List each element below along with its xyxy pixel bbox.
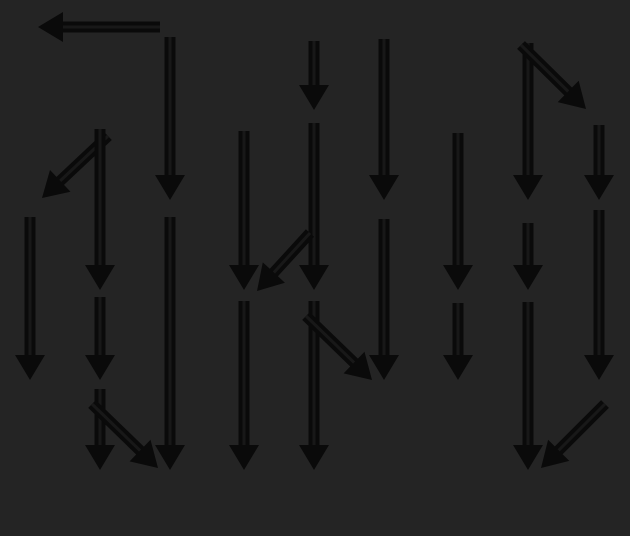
- arrows-group: [15, 12, 614, 470]
- arrow-shaft-highlight: [557, 402, 607, 452]
- arrow-shaft-highlight: [272, 231, 312, 274]
- arrow-shaft-highlight: [519, 43, 570, 93]
- arrow-shaft-highlight: [90, 402, 142, 452]
- arrow-shaft-highlight: [304, 314, 356, 364]
